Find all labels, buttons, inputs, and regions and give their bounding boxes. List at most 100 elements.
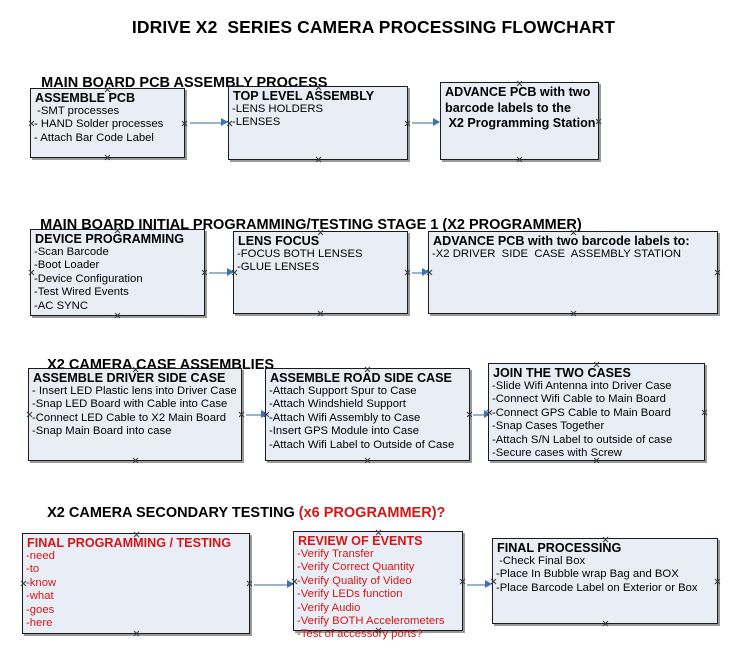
box-assemble-driver-side-case-line-4: -Snap Main Board into case [32,425,172,438]
connector-device-programming-to-lens-focus [209,268,234,277]
box-assemble-road-side-case-line-2: -Attach Windshield Support [269,398,406,411]
box-assemble-pcb-line-3: - Attach Bar Code Label [34,131,154,144]
box-review-of-events-line-5: -Verify Audio [297,601,361,614]
box-review-of-events[interactable]: REVIEW OF EVENTS -Verify Transfer -Verif… [293,531,463,640]
connector-shaft [246,414,261,416]
box-review-of-events-title: REVIEW OF EVENTS [298,534,423,548]
box-top-level-assembly[interactable]: TOP LEVEL ASSEMBLY -LENS HOLDERS -LENSES [228,86,408,160]
arrowhead-icon [433,118,440,126]
box-assemble-road-side-case-line-4: -Insert GPS Module into Case [269,425,420,438]
box-assemble-driver-side-case-line-1: - Insert LED Plastic lens into Driver Ca… [32,385,237,397]
box-join-the-two-cases-line-6: -Secure cases with Screw [492,447,622,460]
box-final-processing-line-3: -Place Barcode Label on Exterior or Box [496,581,698,594]
box-advance-pcb-programming-station-title: ADVANCE PCB with two barcode labels to t… [445,85,596,130]
box-review-of-events-line-6: -Verify BOTH Accelerometers [297,615,445,628]
box-review-of-events-line-4: -Verify LEDs function [297,588,403,601]
box-assemble-driver-side-case-line-3: -Connect LED Cable to X2 Main Board [32,411,227,424]
box-device-programming-line-5: -AC SYNC [34,299,88,312]
box-review-of-events-line-3: -Verify Quality of Video [297,574,412,587]
box-join-the-two-cases[interactable]: JOIN THE TWO CASES -Slide Wifi Antenna i… [488,363,705,461]
connector-shaft [412,122,433,124]
box-final-programming-testing[interactable]: FINAL PROGRAMMING / TESTING -need -to -k… [22,533,250,634]
connector-shaft [467,584,485,586]
resize-handle-right[interactable] [714,269,721,276]
box-join-the-two-cases-title: JOIN THE TWO CASES [493,366,631,380]
box-review-of-events-line-2: -Verify Correct Quantity [297,561,415,574]
resize-handle-bottom[interactable] [570,310,577,317]
connector-shaft [412,272,422,274]
page-title: IDRIVE X2 SERIES CAMERA PROCESSING FLOWC… [131,17,616,37]
box-top-level-assembly-title: TOP LEVEL ASSEMBLY [233,89,375,103]
box-join-the-two-cases-line-3: -Connect GPS Cable to Main Board [492,406,671,419]
box-final-programming-testing-line-2: -to [26,563,40,576]
box-join-the-two-cases-line-2: -Connect Wifi Cable to Main Board [492,393,666,406]
resize-handle-bottom[interactable] [516,156,523,163]
box-device-programming-line-3: -Device Configuration [34,272,143,285]
connector-lens-focus-to-advance-pcb [412,268,429,277]
connector-shaft [190,122,221,124]
arrowhead-icon [485,580,492,588]
connector-final-programming-to-review-events [254,580,294,589]
box-assemble-road-side-case[interactable]: ASSEMBLE ROAD SIDE CASE -Attach Support … [265,368,470,461]
box-final-processing-title: FINAL PROCESSING [497,541,622,555]
box-lens-focus[interactable]: LENS FOCUS -FOCUS BOTH LENSES -GLUE LENS… [233,231,408,314]
box-final-programming-testing-line-5: -goes [26,603,55,616]
resize-handle-bottom[interactable] [104,154,111,161]
box-assemble-driver-side-case-title: ASSEMBLE DRIVER SIDE CASE [33,371,226,385]
box-assemble-pcb-line-1: -SMT processes [34,105,120,117]
box-final-processing-line-2: -Place In Bubble wrap Bag and BOX [496,568,679,581]
resize-handle-bottom[interactable] [364,457,371,464]
box-advance-pcb-driver-side[interactable]: ADVANCE PCB with two barcode labels to: … [428,231,718,314]
box-assemble-pcb[interactable]: ASSEMBLE PCB -SMT processes - HAND Solde… [30,88,185,158]
box-assemble-pcb-line-2: - HAND Solder processes [34,118,164,131]
box-top-level-assembly-line-2: -LENSES [232,116,281,129]
box-advance-pcb-driver-side-title: ADVANCE PCB with two barcode labels to: [433,234,690,248]
box-device-programming-title: DEVICE PROGRAMMING [35,232,185,246]
box-lens-focus-title: LENS FOCUS [238,234,320,248]
box-lens-focus-line-2: -GLUE LENSES [237,261,320,274]
box-join-the-two-cases-line-4: -Snap Cases Together [492,420,605,433]
box-advance-pcb-programming-station[interactable]: ADVANCE PCB with two barcode labels to t… [440,82,599,160]
box-final-processing[interactable]: FINAL PROCESSING -Check Final Box -Place… [492,538,718,624]
connector-shaft [254,584,287,586]
resize-handle-bottom[interactable] [133,630,140,637]
box-final-programming-testing-line-4: -what [26,590,54,603]
connector-shaft [473,414,484,416]
box-device-programming-line-2: -Boot Loader [34,259,100,272]
resize-handle-bottom[interactable] [315,156,322,163]
box-final-programming-testing-line-6: -here [26,617,53,630]
box-device-programming-line-1: -Scan Barcode [34,246,109,258]
arrowhead-icon [221,118,228,126]
box-final-programming-testing-line-1: -need [26,550,55,562]
box-assemble-road-side-case-line-3: -Attach Wifi Assembly to Case [269,411,421,424]
box-assemble-driver-side-case[interactable]: ASSEMBLE DRIVER SIDE CASE - Insert LED P… [28,368,242,461]
section-heading-4-accent: (x6 PROGRAMMER)? [298,505,446,521]
resize-handle-left[interactable] [426,269,433,276]
box-top-level-assembly-line-1: -LENS HOLDERS [232,103,324,115]
box-lens-focus-line-1: -FOCUS BOTH LENSES [237,248,363,260]
box-device-programming[interactable]: DEVICE PROGRAMMING -Scan Barcode -Boot L… [30,229,205,316]
box-assemble-pcb-title: ASSEMBLE PCB [35,91,136,105]
box-final-programming-testing-title: FINAL PROGRAMMING / TESTING [27,536,232,550]
resize-handle-bottom[interactable] [132,457,139,464]
box-final-processing-line-1: -Check Final Box [496,555,586,567]
connector-top-level-to-advance-pcb [412,118,440,127]
box-review-of-events-line-1: -Verify Transfer [297,548,374,560]
box-final-programming-testing-line-3: -know [26,576,57,589]
box-advance-pcb-driver-side-line-1: -X2 DRIVER SIDE CASE ASSEMBLY STATION [432,248,682,260]
connector-assemble-pcb-to-top-level [190,118,228,127]
box-review-of-events-line-7: -Test of accessory ports? [297,628,423,641]
box-assemble-road-side-case-title: ASSEMBLE ROAD SIDE CASE [270,371,452,385]
box-join-the-two-cases-line-5: -Attach S/N Label to outside of case [492,433,673,446]
resize-handle-bottom[interactable] [317,310,324,317]
box-assemble-driver-side-case-line-2: -Snap LED Board with Cable into Case [32,398,228,411]
section-heading-4-text: X2 CAMERA SECONDARY TESTING [47,505,299,521]
box-device-programming-line-4: -Test Wired Events [34,286,129,299]
box-assemble-road-side-case-line-5: -Attach Wifi Label to Outside of Case [269,438,455,451]
section-heading-4: X2 CAMERA SECONDARY TESTING (x6 PROGRAMM… [31,489,445,537]
box-join-the-two-cases-line-1: -Slide Wifi Antenna into Driver Case [492,380,672,392]
resize-handle-bottom[interactable] [602,620,609,627]
connector-review-events-to-final-processing [467,580,492,589]
box-assemble-road-side-case-line-1: -Attach Support Spur to Case [269,385,417,397]
